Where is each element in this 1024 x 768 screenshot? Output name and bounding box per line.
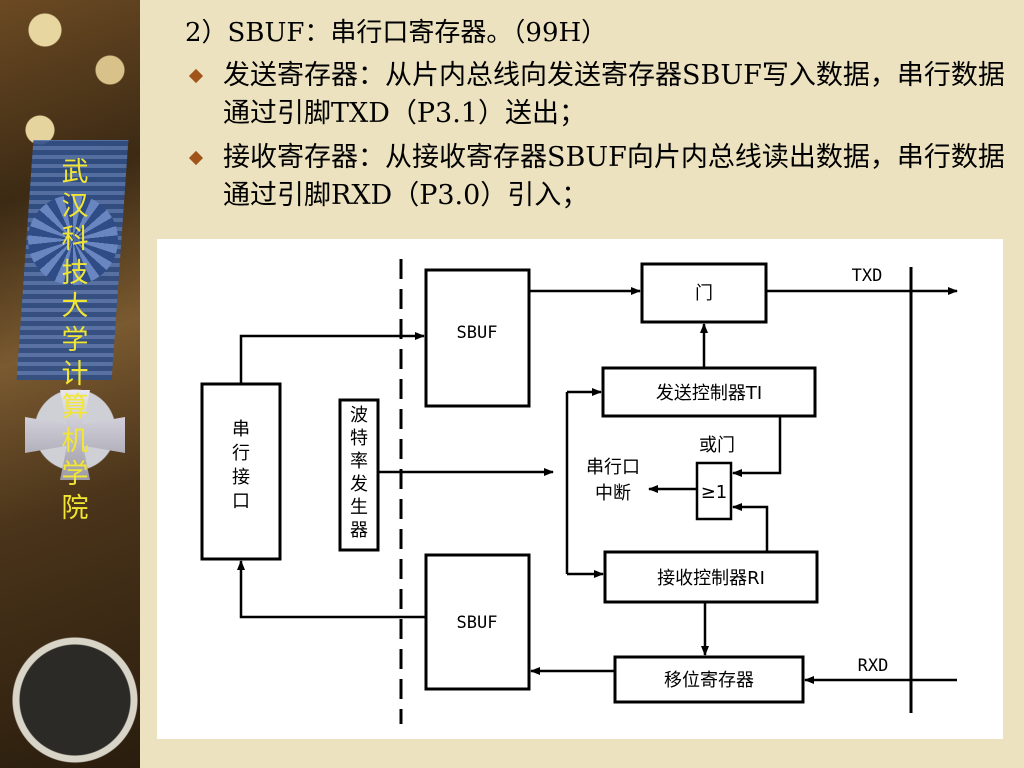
baud-generator-box xyxy=(338,398,380,552)
title-char: 院 xyxy=(61,492,89,524)
shift-register-box xyxy=(613,655,805,704)
title-char: 大 xyxy=(61,291,89,323)
title-char: 机 xyxy=(61,425,89,457)
sbuf-transmit-box xyxy=(424,268,531,408)
rxd-label: RXD xyxy=(858,656,889,676)
or-gate-label: 或门 xyxy=(699,435,735,456)
or-gate-box xyxy=(695,461,733,521)
baud-char: 器 xyxy=(350,520,368,541)
baud-char: 波 xyxy=(350,405,368,426)
title-char: 技 xyxy=(61,257,89,289)
slide-text: 2）SBUF：串行口寄存器。（99H） 发送寄存器：从片内总线向发送寄存器SBU… xyxy=(185,12,1005,221)
title-char: 学 xyxy=(61,459,89,491)
txd-label: TXD xyxy=(852,266,883,286)
university-title: 武 汉 科 技 大 学 计 算 机 学 院 xyxy=(58,156,92,526)
sbuf-transmit-label: SBUF xyxy=(457,323,498,343)
baud-char: 率 xyxy=(350,451,368,472)
gate-box xyxy=(640,262,768,324)
serial-port-diagram: 串 行 接 口 波 特 率 发 生 器 SBUF SBUF 门 发送控制器TI … xyxy=(157,239,1003,739)
tx-controller-label: 发送控制器TI xyxy=(656,383,762,404)
bullet-send: 发送寄存器：从片内总线向发送寄存器SBUF写入数据，串行数据通过引脚TXD（P3… xyxy=(185,57,1005,133)
bullet-text: 发送寄存器：从片内总线向发送寄存器SBUF写入数据，串行数据通过引脚TXD（P3… xyxy=(223,60,1005,129)
rx-controller-box xyxy=(603,550,819,604)
bullet-receive: 接收寄存器：从接收寄存器SBUF向片内总线读出数据，串行数据通过引脚RXD（P3… xyxy=(185,139,1005,215)
serial-port-char: 接 xyxy=(232,467,250,488)
baud-char: 生 xyxy=(350,497,368,518)
bullet-text: 接收寄存器：从接收寄存器SBUF向片内总线读出数据，串行数据通过引脚RXD（P3… xyxy=(223,142,1005,211)
title-char: 计 xyxy=(61,358,89,390)
title-char: 学 xyxy=(61,324,89,356)
serial-interrupt-label: 串行口 xyxy=(586,457,640,478)
sbuf-receive-box xyxy=(424,553,531,691)
serial-port-char: 行 xyxy=(232,443,250,464)
baud-char: 特 xyxy=(350,428,368,449)
rosette-decoration xyxy=(28,195,118,285)
baud-char: 发 xyxy=(350,474,368,495)
serial-port-char: 串 xyxy=(232,419,250,440)
diamond-bullet-icon xyxy=(188,68,204,84)
tx-controller-box xyxy=(601,366,817,418)
sbuf-receive-label: SBUF xyxy=(457,613,498,633)
serial-interrupt-label: 中断 xyxy=(595,483,631,504)
title-char: 科 xyxy=(61,224,89,256)
title-char: 算 xyxy=(61,392,89,424)
or-gate-symbol: ≥1 xyxy=(701,482,728,503)
gate-label: 门 xyxy=(695,283,713,304)
diamond-bullet-icon xyxy=(188,150,204,166)
serial-port-char: 口 xyxy=(232,491,250,512)
sbuf-heading: 2）SBUF：串行口寄存器。（99H） xyxy=(185,18,608,48)
sidebar-decoration: 武 汉 科 技 大 学 计 算 机 学 院 xyxy=(0,0,140,768)
title-char: 汉 xyxy=(61,190,89,222)
shift-register-label: 移位寄存器 xyxy=(664,670,754,691)
rx-controller-label: 接收控制器RI xyxy=(657,568,765,589)
title-char: 武 xyxy=(61,157,89,188)
